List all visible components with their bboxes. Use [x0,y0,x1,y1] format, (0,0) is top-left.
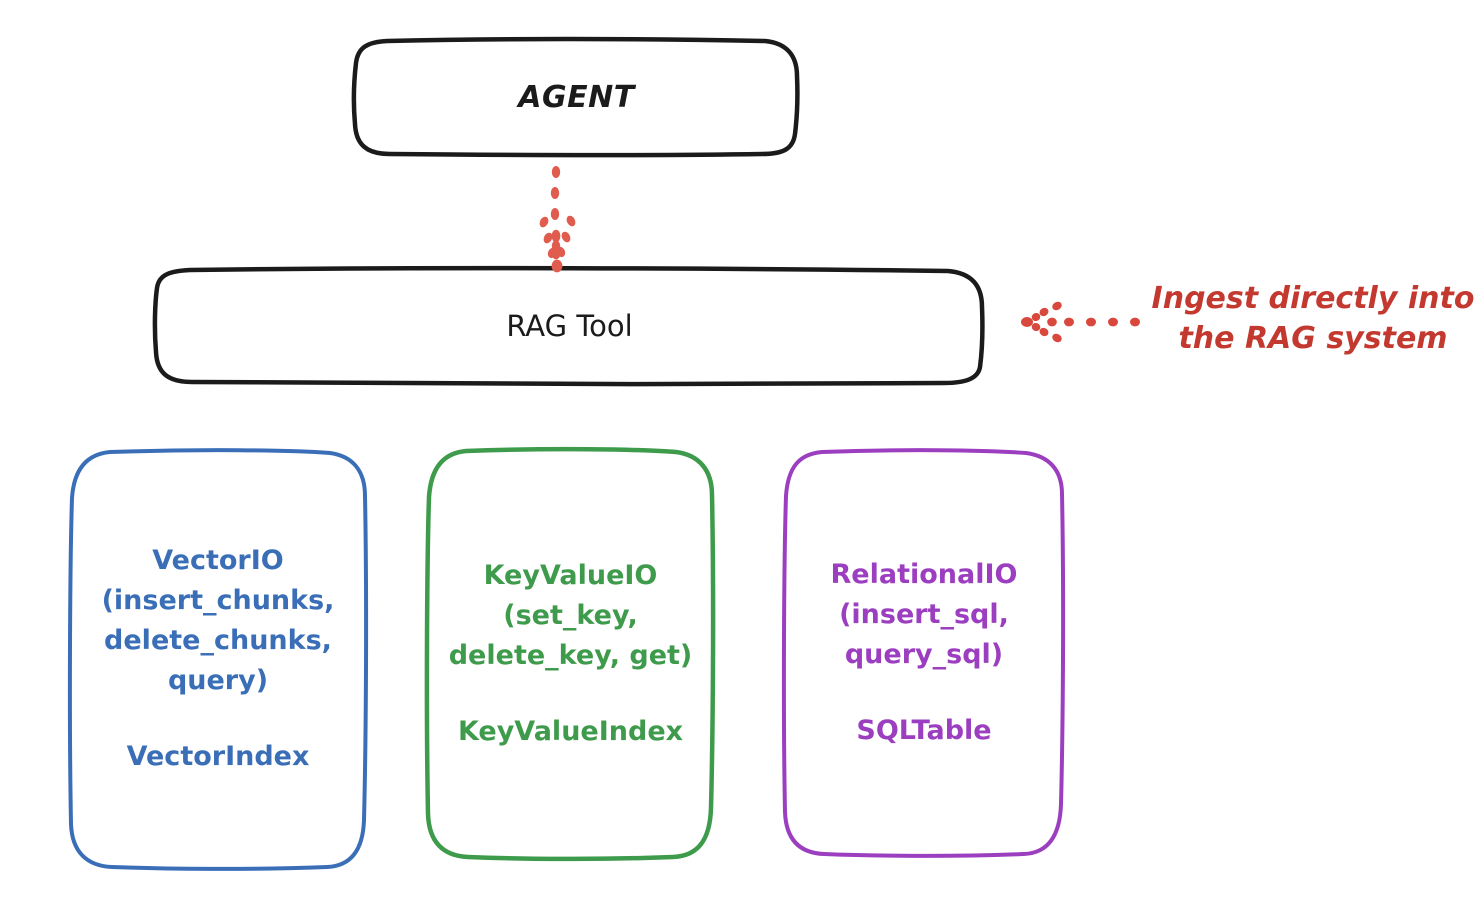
agent-node[interactable]: AGENT [355,40,798,154]
key-value-io-node[interactable]: KeyValueIO (set_key, delete_key, get) Ke… [428,450,713,858]
agent-label: AGENT [518,79,635,115]
relational-io-box-outline [781,448,1066,858]
ingest-annotation: Ingest directly into the RAG system [1151,281,1475,356]
key-value-index-label: KeyValueIndex [457,716,684,747]
vector-io-box-outline [67,448,369,871]
connector-ingest-to-rag-tool [1021,301,1140,343]
rag-tool-box-outline [152,265,985,387]
relational-io-api-label: RelationalIO (insert_sql, query_sql) [830,558,1018,670]
key-value-io-box-outline [424,446,716,862]
agent-box-outline [351,36,800,158]
rag-tool-label: RAG Tool [506,309,633,343]
rag-tool-node[interactable]: RAG Tool [156,269,983,383]
vector-io-api-label: VectorIO (insert_chunks, delete_chunks, … [101,545,335,696]
key-value-io-api-label: KeyValueIO (set_key, delete_key, get) [448,560,693,671]
sql-table-label: SQLTable [856,714,992,746]
connector-agent-to-rag-tool [539,166,576,273]
vector-index-label: VectorIndex [126,741,310,772]
relational-io-node[interactable]: RelationalIO (insert_sql, query_sql) SQL… [785,450,1063,855]
vector-io-node[interactable]: VectorIO (insert_chunks, delete_chunks, … [70,450,366,868]
